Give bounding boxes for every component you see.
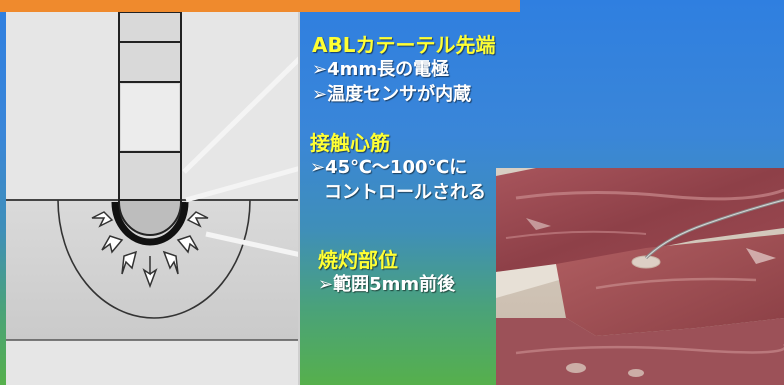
catheter-diagram	[6, 12, 300, 385]
top-accent-bar	[0, 0, 520, 12]
ablation-zone-outline	[57, 199, 251, 319]
contact-heated-zone	[111, 201, 189, 246]
electrode-tip	[118, 199, 182, 236]
label-contact-myocardium: 接触心筋 ➢45℃～100℃に コントロールされる	[310, 131, 486, 205]
myocardium-line-2: コントロールされる	[324, 182, 486, 203]
leader-line-ablation	[205, 231, 298, 257]
label-ablation-site: 焼灼部位 ➢範囲5mm前後	[318, 248, 455, 297]
myocardium-title: 接触心筋	[310, 131, 390, 155]
leader-line-catheter	[182, 56, 298, 174]
ablation-title: 焼灼部位	[318, 248, 398, 272]
catheter-band-fill	[121, 84, 179, 150]
meat-photo-illustration	[496, 168, 784, 385]
label-catheter-tip: ABLカテーテル先端 ➢4mm長の電極 ➢温度センサが内蔵	[312, 33, 495, 107]
ablated-meat-photo	[496, 168, 784, 385]
heat-arrows	[91, 211, 209, 289]
catheter-tip-line-2: ➢温度センサが内蔵	[312, 84, 472, 105]
leader-line-myocardium	[185, 166, 298, 203]
catheter-tip-line-1: ➢4mm長の電極	[312, 59, 450, 80]
myocardium-line-1: ➢45℃～100℃に	[310, 157, 468, 178]
ablation-line-1: ➢範囲5mm前後	[318, 274, 456, 295]
catheter-tip-icon	[6, 12, 298, 341]
catheter-tip-title: ABLカテーテル先端	[312, 33, 496, 57]
meat-middle	[556, 234, 784, 336]
